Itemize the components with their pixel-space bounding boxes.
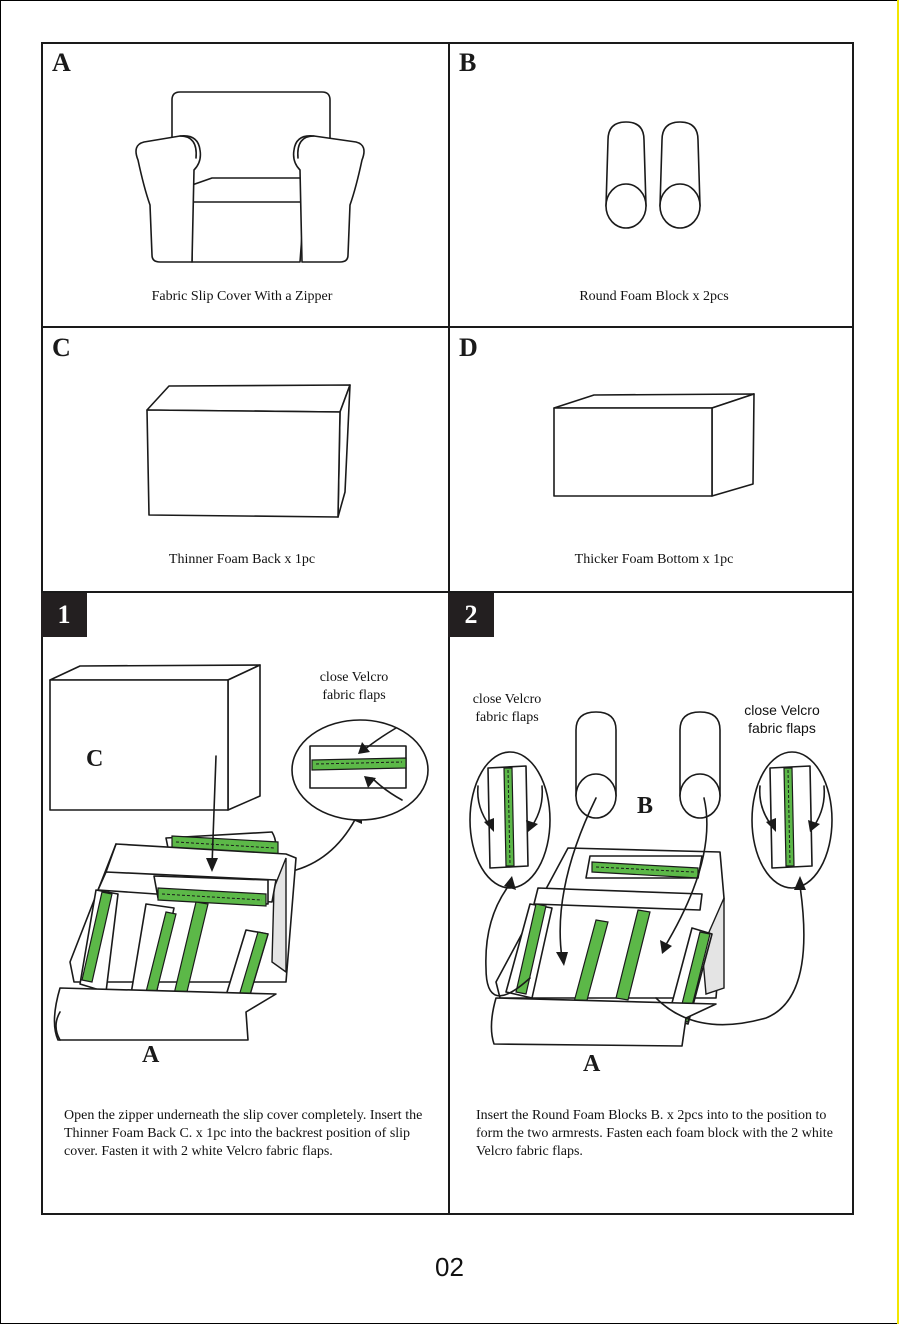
round-foam-blocks-illustration <box>605 121 701 229</box>
callout-line-2: fabric flaps <box>748 720 816 736</box>
step-2-instruction: Insert the Round Foam Blocks B. x 2pcs i… <box>476 1108 833 1159</box>
panel-letter: D <box>459 333 478 362</box>
page-edge-strip <box>897 0 899 1324</box>
part-label-a: A <box>583 1051 601 1077</box>
page-number: 02 <box>435 1252 464 1282</box>
panel-caption: Round Foam Block x 2pcs <box>579 289 729 304</box>
step-1-instruction: Open the zipper underneath the slip cove… <box>64 1108 423 1159</box>
armchair-slipcover-illustration <box>135 91 365 263</box>
callout-line-2: fabric flaps <box>322 688 386 703</box>
step-2-illustration <box>469 711 833 1047</box>
panel-caption: Thinner Foam Back x 1pc <box>168 552 316 567</box>
panel-letter: C <box>52 333 71 362</box>
step-number-badge: 2 <box>448 593 494 637</box>
velcro-callout-label-right: close Velcro fabric flaps <box>730 701 834 737</box>
part-label-c: C <box>86 746 104 772</box>
panel-caption: Fabric Slip Cover With a Zipper <box>151 289 333 304</box>
callout-line-2: fabric flaps <box>475 710 539 725</box>
callout-line-1: close Velcro <box>744 702 820 718</box>
panel-letter: A <box>52 48 71 77</box>
part-label-a: A <box>142 1042 160 1068</box>
panel-caption: Thicker Foam Bottom x 1pc <box>574 552 734 567</box>
thinner-foam-back-illustration <box>146 384 351 518</box>
callout-line-1: close Velcro <box>472 692 542 707</box>
velcro-callout-label-left: close Velcro fabric flaps <box>460 691 554 727</box>
step-number-badge: 1 <box>41 593 87 637</box>
grid-divider-row-1 <box>41 326 854 328</box>
grid-divider-row-2 <box>41 591 854 593</box>
velcro-callout-label: close Velcro fabric flaps <box>296 669 412 705</box>
callout-line-1: close Velcro <box>319 670 389 685</box>
thicker-foam-bottom-illustration <box>553 393 755 497</box>
part-label-b: B <box>637 793 654 819</box>
step-1-illustration <box>49 664 429 1041</box>
panel-letter: B <box>459 48 477 77</box>
